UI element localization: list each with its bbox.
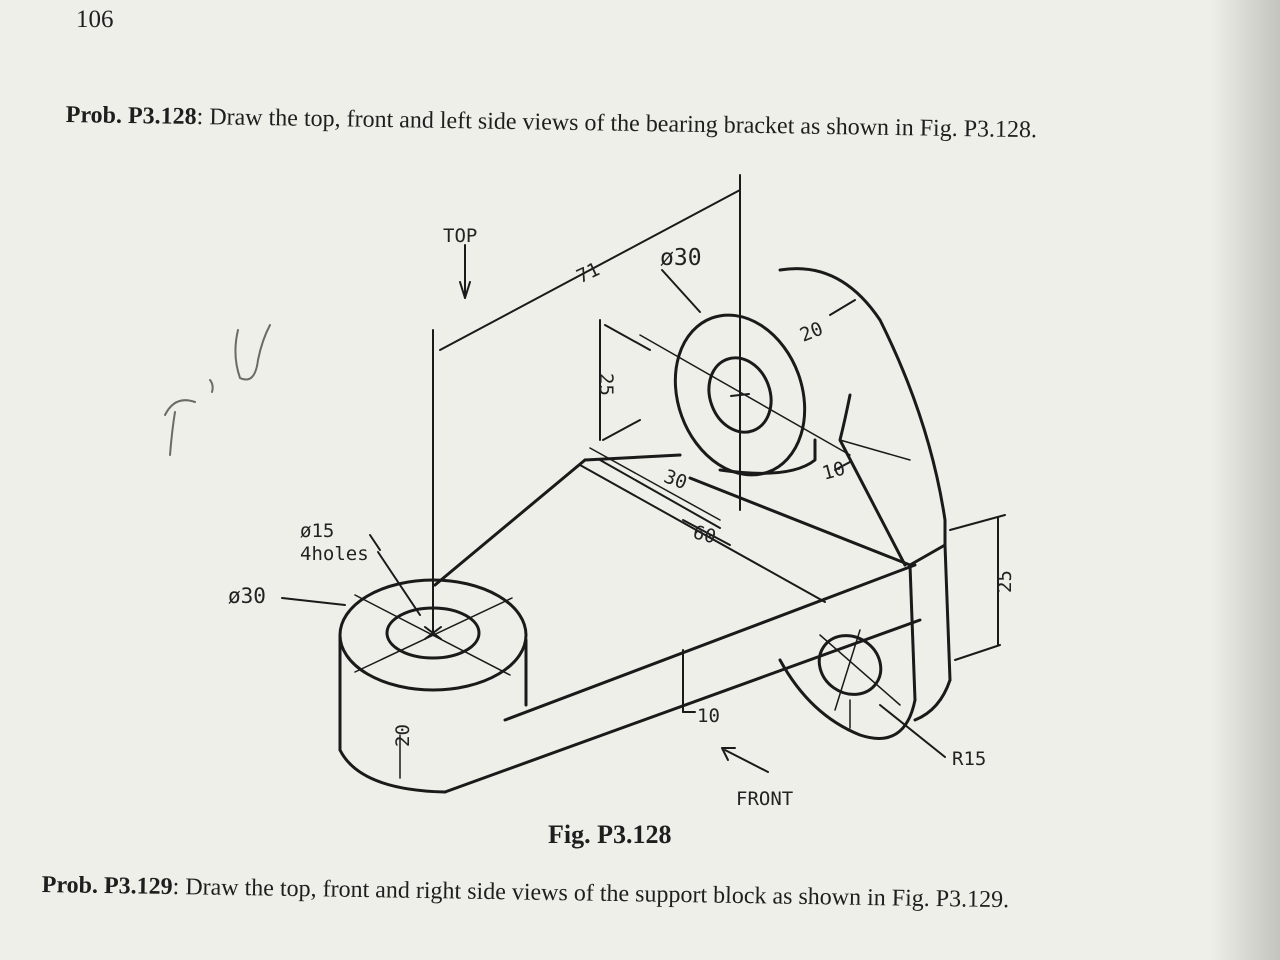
base-web bbox=[433, 447, 922, 794]
label-front: FRONT bbox=[736, 788, 793, 810]
dim-dia30-top: ø30 bbox=[660, 245, 702, 271]
dim-10-right: 10 bbox=[820, 458, 848, 485]
label-top: TOP bbox=[443, 225, 477, 247]
page-edge-shadow bbox=[1210, 0, 1280, 960]
page-number: 106 bbox=[76, 6, 114, 33]
dim-dia30-left: ø30 bbox=[228, 584, 266, 608]
dim-60: 60 bbox=[691, 521, 719, 548]
dim-20-left: 20 bbox=[392, 724, 414, 747]
dim-25-right: 25 bbox=[994, 570, 1016, 593]
dim-20-top: 20 bbox=[797, 318, 826, 347]
figure-caption: Fig. P3.128 bbox=[548, 820, 672, 849]
pencil-scribble bbox=[164, 324, 271, 456]
dim-r15: R15 bbox=[952, 748, 986, 770]
dim-10-bottom: 10 bbox=[697, 705, 720, 727]
dimension-lines bbox=[281, 189, 1006, 773]
top-bearing-boss bbox=[639, 174, 851, 511]
dim-25-left: 25 bbox=[595, 373, 617, 396]
dimension-labels: TOP FRONT 71 ø30 20 25 30 60 10 ø15 4hol… bbox=[228, 225, 1016, 810]
dim-hole-dia: ø15 bbox=[300, 520, 334, 542]
problem-label: Prob. P3.129 bbox=[41, 871, 173, 901]
dim-holes-count: 4holes bbox=[300, 543, 369, 565]
dim-71: 71 bbox=[573, 258, 603, 288]
left-boss bbox=[338, 329, 528, 794]
